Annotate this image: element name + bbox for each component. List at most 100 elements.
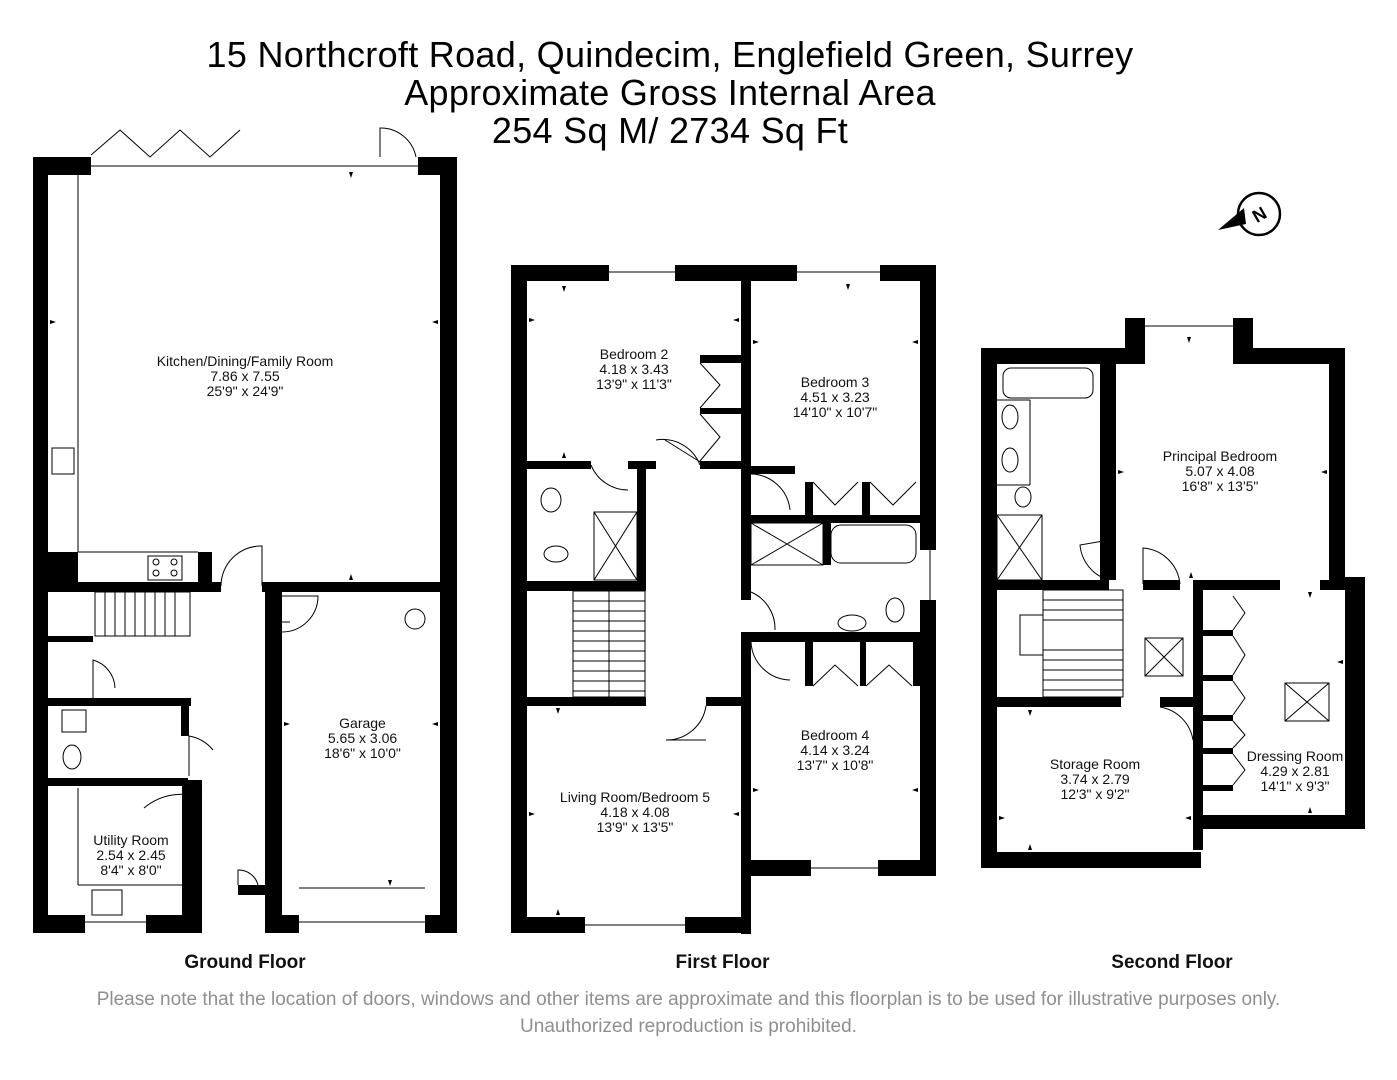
bed3-wall-left	[741, 466, 795, 474]
wc-door-swing	[188, 735, 214, 776]
room-bedroom3: Bedroom 3 4.51 x 3.23 14'10" x 10'7"	[775, 375, 895, 420]
storage-door-swing	[1159, 706, 1194, 741]
dressing-shelf	[1203, 785, 1233, 791]
garage-south-wall-left	[265, 915, 299, 933]
dressing-cupboard-door	[1232, 595, 1246, 631]
dressing-cupboard-door	[1232, 753, 1246, 786]
second-floor-plan	[981, 318, 1365, 868]
dressing-shelf	[1203, 748, 1233, 754]
side-door-swing	[379, 127, 417, 158]
dressing-shelf	[1203, 630, 1233, 636]
first-north-wall-2	[675, 265, 797, 281]
room-imperial: 14'10" x 10'7"	[792, 404, 878, 420]
title-block: 15 Northcroft Road, Quindecim, Englefiel…	[0, 36, 1340, 150]
second-stairs	[1042, 589, 1124, 698]
bathroom-basin-icon	[837, 614, 867, 632]
second-north-wall-left	[981, 348, 1141, 364]
utility-sink-icon	[91, 889, 123, 916]
bed2-wardrobe-bottom	[700, 461, 745, 469]
room-metric: 2.54 x 2.45	[96, 847, 166, 863]
hob-ring-icon	[152, 558, 160, 566]
ground-south-wall-1	[33, 915, 85, 933]
room-name: Living Room/Bedroom 5	[559, 789, 711, 805]
room-name: Bedroom 2	[599, 346, 669, 362]
dressing-cupboard-door	[1232, 680, 1246, 716]
dressing-south-wall	[1201, 815, 1365, 829]
bed4-south-wall-1	[751, 860, 811, 876]
shower-wall	[823, 523, 831, 565]
bed4-wardrobe-wall-1	[805, 642, 813, 686]
bed4-south-wall-2	[878, 860, 936, 876]
room-garage: Garage 5.65 x 3.06 18'6" x 10'0"	[300, 716, 425, 761]
room-imperial: 8'4" x 8'0"	[100, 862, 162, 878]
room-imperial: 25'9" x 24'9"	[206, 383, 284, 399]
bed4-door-swing	[750, 641, 791, 681]
bed3-wardrobe-wall-2	[862, 482, 870, 515]
storage-south-wall	[981, 852, 1201, 868]
bifold-doors	[90, 129, 241, 158]
bed2-wardrobe-top	[700, 355, 745, 363]
dressing-cupboard-door	[1232, 635, 1246, 676]
bath-icon	[830, 524, 917, 564]
disclaimer: Please note that the location of doors, …	[96, 989, 1281, 1037]
first-east-wall-upper	[920, 265, 936, 550]
cupboard-door-swing	[92, 659, 116, 698]
wc-east-wall	[181, 706, 189, 736]
room-imperial: 18'6" x 10'0"	[324, 745, 401, 761]
bed3-wardrobe-door	[869, 481, 917, 506]
ground-north-wall-left	[33, 157, 91, 175]
room-name: Storage Room	[1049, 756, 1141, 772]
bed2-south-wall-2	[628, 461, 656, 469]
area-title: Approximate Gross Internal Area	[404, 72, 936, 113]
living-east-wall	[741, 634, 751, 934]
compass-north-icon: N	[1218, 191, 1282, 237]
ground-south-wall-2	[146, 915, 186, 933]
area-value: 254 Sq M/ 2734 Sq Ft	[491, 110, 849, 151]
utility-north-wall	[33, 778, 188, 786]
room-metric: 4.51 x 3.23	[800, 389, 870, 405]
room-metric: 7.86 x 7.55	[210, 368, 280, 384]
room-metric: 5.07 x 4.08	[1185, 463, 1255, 479]
hob-icon	[147, 555, 183, 581]
second-east-wall	[1329, 348, 1345, 580]
room-name: Bedroom 4	[800, 727, 870, 743]
shower-icon-2nd	[996, 514, 1043, 581]
living-door-swing	[665, 705, 707, 741]
room-storage: Storage Room 3.74 x 2.79 12'3" x 9'2"	[1030, 757, 1160, 802]
kitchen-south-wall-left	[33, 582, 221, 592]
room-metric: 5.65 x 3.06	[327, 730, 398, 746]
ground-east-wall	[440, 157, 457, 933]
landing-north-wall	[1143, 580, 1180, 590]
first-floor-plan	[511, 265, 936, 934]
compass-letter: N	[1249, 203, 1270, 227]
wc-toilet-icon	[62, 744, 82, 770]
room-kitchen: Kitchen/Dining/Family Room 7.86 x 7.55 2…	[120, 354, 370, 399]
kitchen-south-wall-right	[262, 582, 457, 592]
ensuite-door-swing-2nd	[1079, 539, 1110, 581]
room-name: Dressing Room	[1246, 748, 1344, 764]
bed2-wardrobe-mid	[700, 408, 745, 414]
bed2-door-swing	[664, 439, 706, 466]
bed3-wardrobe-door	[812, 481, 859, 506]
floor-label-ground: Ground Floor	[184, 952, 306, 973]
garage-internal-door	[281, 595, 319, 633]
room-bedroom2: Bedroom 2 4.18 x 3.43 13'9" x 11'3"	[574, 347, 694, 392]
skylight-icon	[1284, 682, 1330, 722]
room-imperial: 12'3" x 9'2"	[1060, 786, 1130, 802]
dressing-shelf	[1203, 675, 1233, 681]
basin-icon-2nd	[1001, 447, 1019, 473]
toilet-icon-2nd	[1014, 486, 1032, 508]
principal-door-swing	[1142, 547, 1181, 585]
boiler-icon	[404, 608, 426, 630]
bed4-wardrobe-wall-3	[913, 642, 921, 686]
bathroom-north-wall	[741, 515, 936, 523]
bed2-wardrobe-door	[699, 362, 721, 409]
room-name: Bedroom 3	[800, 374, 870, 390]
ground-utility-east-wall	[182, 780, 202, 933]
ground-west-wall	[33, 157, 48, 933]
bed4-wardrobe-door	[812, 664, 859, 687]
room-dressing: Dressing Room 4.29 x 2.81 14'1" x 9'3"	[1240, 749, 1350, 794]
room-metric: 4.18 x 3.43	[599, 361, 669, 377]
basin-icon-2nd	[1001, 404, 1019, 430]
